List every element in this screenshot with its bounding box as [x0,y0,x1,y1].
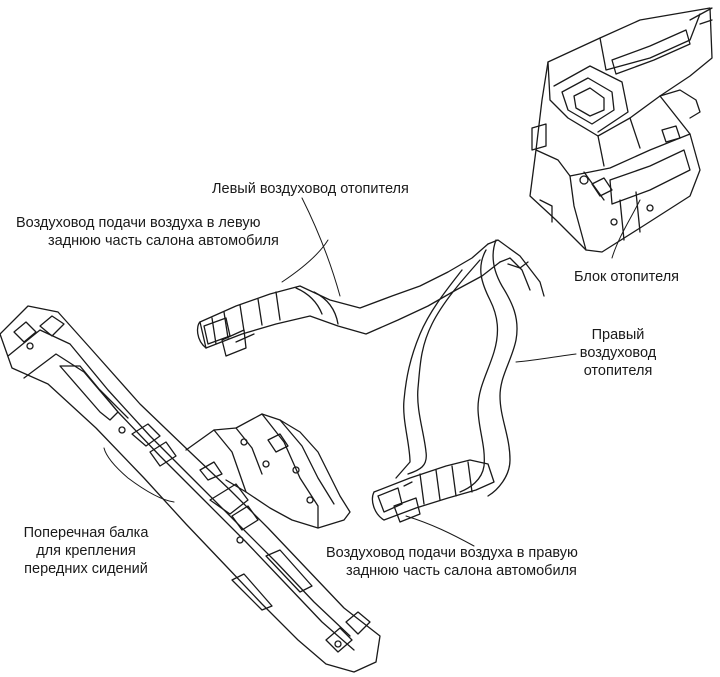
label-right-rear-duct: Воздуховод подачи воздуха в правую задню… [326,544,578,580]
label-right-heater-duct-line-2: воздуховод [579,345,657,361]
label-right-rear-duct-line-2: заднюю часть салона автомобиля [346,563,577,579]
label-left-rear-duct: Воздуховод подачи воздуха в левую заднюю… [16,214,279,250]
label-cross-member-line-2: для крепления [36,543,136,559]
right-heater-duct-drawing [371,259,495,523]
label-right-heater-duct: Правый воздуховод отопителя [568,326,668,380]
cross-member-drawing [0,305,381,673]
leader-lines [103,197,641,547]
label-right-heater-duct-line-3: отопителя [583,363,653,379]
label-right-heater-duct-line-1: Правый [591,327,645,343]
label-cross-member: Поперечная балка для крепления передних … [6,524,166,578]
label-cross-member-line-1: Поперечная балка [23,525,149,541]
left-heater-duct-drawing [196,239,545,497]
label-left-rear-duct-line-1: Воздуховод подачи воздуха в левую [16,215,261,231]
label-left-rear-duct-line-2: заднюю часть салона автомобиля [48,233,279,249]
label-cross-member-line-3: передних сидений [24,561,148,577]
console-bracket-drawing [185,413,351,531]
heater-unit-drawing [529,7,713,253]
label-right-rear-duct-line-1: Воздуховод подачи воздуха в правую [326,545,578,561]
label-left-heater-duct: Левый воздуховод отопителя [212,181,409,197]
label-heater-unit: Блок отопителя [574,269,680,285]
